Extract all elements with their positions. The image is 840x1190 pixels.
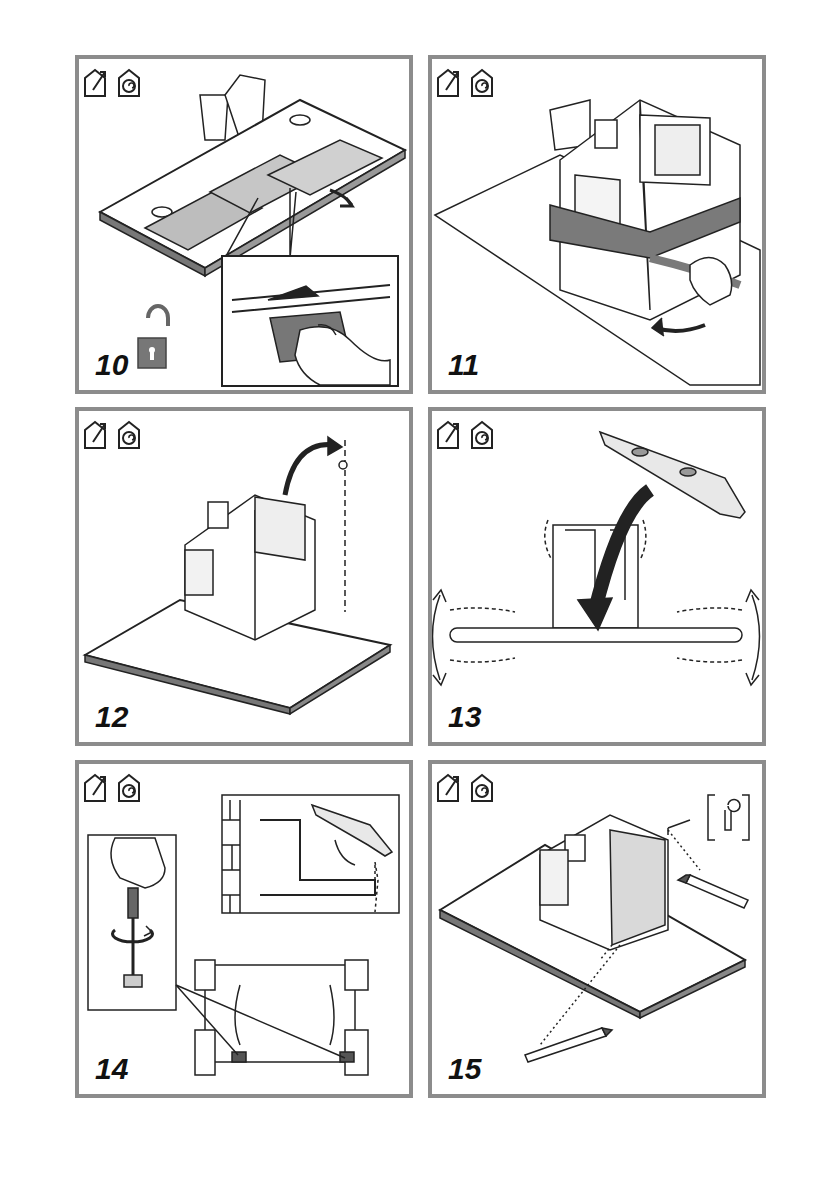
step-number: 15: [448, 1054, 481, 1084]
hood-underside: [100, 75, 405, 386]
step-number: 14: [95, 1054, 128, 1084]
adjustment: [88, 795, 399, 1075]
step-panel: 14: [75, 760, 413, 1098]
step-number: 11: [448, 350, 479, 380]
hood-hanging: [85, 437, 390, 714]
step-panel: 15: [428, 760, 766, 1098]
step-number: 12: [95, 702, 128, 732]
step-number: 10: [95, 350, 128, 380]
step-panel: 12: [75, 407, 413, 746]
step-panel: 11: [428, 55, 766, 394]
step-number: 13: [448, 702, 481, 732]
hood-tape-removal: [435, 100, 760, 385]
step-panel: 13: [428, 407, 766, 746]
step-panel: 10: [75, 55, 413, 394]
marking: [440, 795, 749, 1062]
levelling: [433, 432, 760, 685]
